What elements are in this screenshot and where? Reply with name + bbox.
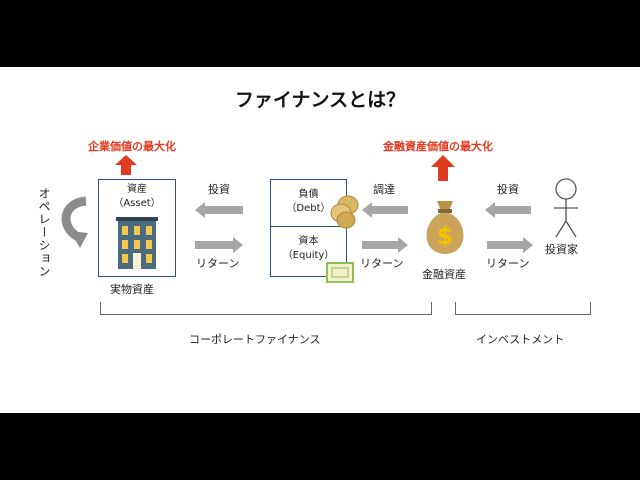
building-icon	[116, 217, 158, 269]
asset-caption: 実物資産	[110, 283, 154, 296]
label-return-right: リターン	[486, 257, 530, 270]
stock-certificate-icon	[326, 262, 354, 283]
slide: ファイナンスとは？ 企業価値の最大化 金融資産価値の最大化 オペレーション 資産…	[0, 67, 640, 413]
equity-title: 資本	[298, 236, 319, 247]
financial-assets-label: 金融資産	[422, 268, 466, 281]
arrow-right-return-mid-icon	[362, 237, 408, 253]
label-invest-right: 投資	[497, 183, 519, 196]
up-arrow-right-icon	[431, 155, 455, 181]
money-bag-icon: $	[426, 201, 464, 254]
heading-right: 金融資産価値の最大化	[383, 140, 493, 153]
coins-icon	[330, 195, 359, 229]
label-return-left: リターン	[196, 257, 240, 270]
label-return-mid: リターン	[360, 257, 404, 270]
svg-text:$: $	[437, 222, 454, 250]
investor-label: 投資家	[545, 243, 578, 256]
label-invest-left: 投資	[208, 183, 230, 196]
operation-label: オペレーション	[37, 187, 51, 278]
equity-cell: 資本 （Equity）	[271, 227, 346, 263]
equity-subtitle: （Equity）	[282, 250, 335, 261]
balance-sheet: 負債 （Debt） 資本 （Equity）	[270, 179, 347, 277]
arrow-left-invest-right-icon	[485, 202, 531, 218]
bracket-left-label: コーポレートファイナンス	[189, 333, 321, 346]
investor-icon	[554, 178, 578, 238]
cycle-arrow-icon	[61, 196, 88, 248]
asset-box: 資産 （Asset）	[98, 179, 176, 277]
bracket-right-label: インベストメント	[476, 333, 565, 346]
bracket-investment	[455, 302, 591, 315]
arrow-left-raise-icon	[362, 202, 408, 218]
asset-title: 資産	[127, 184, 147, 195]
label-raise: 調達	[373, 183, 395, 196]
up-arrow-left-icon	[115, 155, 137, 175]
arrow-right-return-right-icon	[487, 237, 533, 253]
page-title: ファイナンスとは？	[234, 89, 406, 111]
debt-title: 負債	[298, 189, 319, 200]
heading-left: 企業価値の最大化	[88, 140, 176, 153]
asset-subtitle: （Asset）	[113, 198, 161, 209]
debt-cell: 負債 （Debt）	[271, 180, 346, 227]
arrow-right-return-icon	[195, 237, 243, 253]
arrow-left-invest-icon	[195, 202, 243, 218]
debt-subtitle: （Debt）	[286, 203, 331, 214]
bracket-corporate-finance	[100, 302, 432, 315]
